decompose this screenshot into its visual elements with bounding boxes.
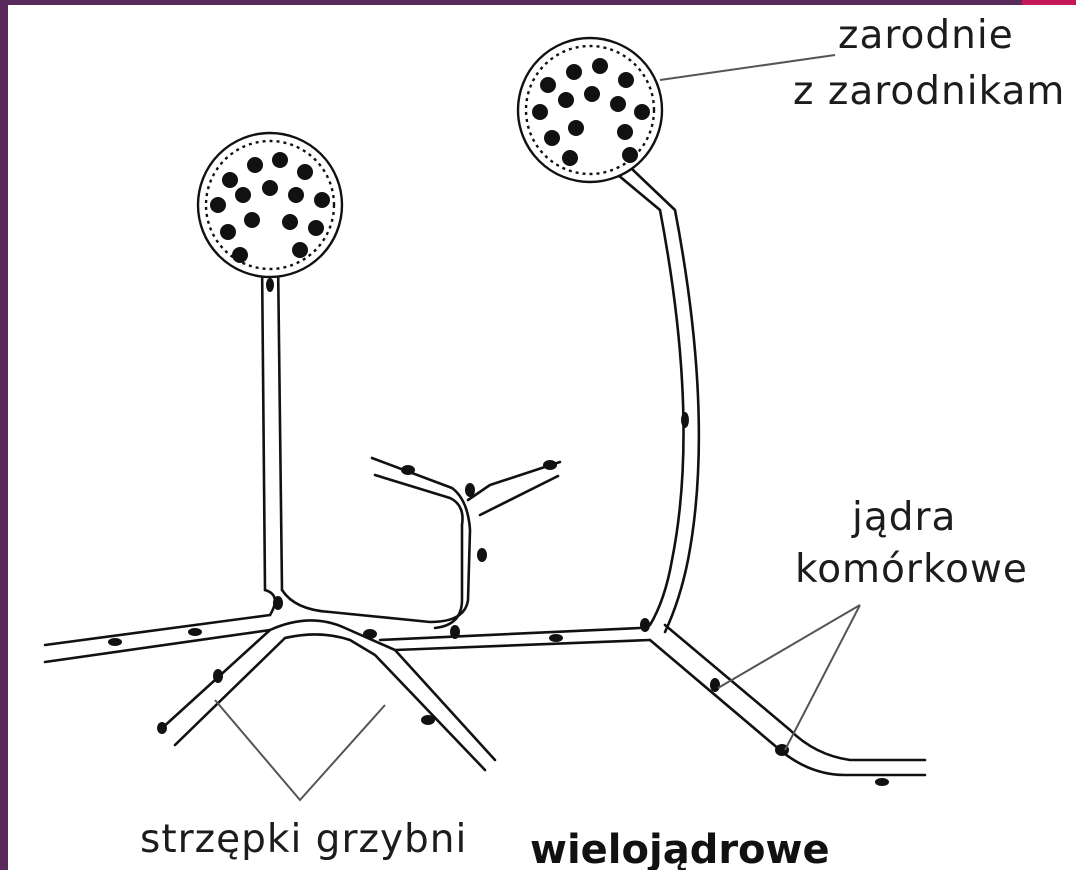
label-nuclei-line2: komórkowe <box>795 548 1028 593</box>
label-hyphae: strzępki grzybni <box>140 818 467 863</box>
hypha-lower-left <box>160 630 285 745</box>
label-nuclei-line1: jądra <box>852 496 956 541</box>
label-sporangia-line1: zarodnie <box>838 14 1014 59</box>
caption-multinucleate: wielojądrowe <box>530 830 830 870</box>
hypha-left <box>45 615 270 662</box>
hypha-main <box>380 628 650 650</box>
label-sporangia-line2: z zarodnikam <box>793 70 1065 115</box>
sporangiophore-left <box>262 258 282 590</box>
nuclei <box>108 278 889 786</box>
sporangiophore-right <box>600 150 699 632</box>
